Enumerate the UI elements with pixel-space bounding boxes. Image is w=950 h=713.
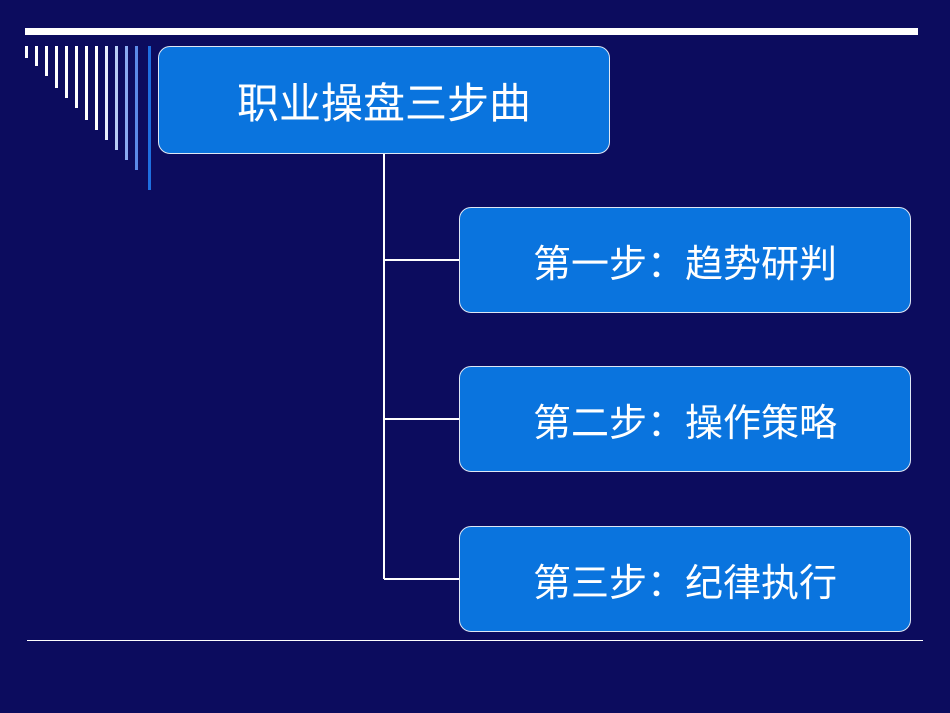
bottom-rule: [27, 640, 923, 641]
stripe: [45, 46, 48, 76]
step-node-2: 第二步：操作策略: [459, 366, 911, 472]
stripe: [65, 46, 68, 98]
decorative-stripes: [0, 0, 160, 200]
stripe: [148, 46, 151, 190]
step-node-label: 第二步：操作策略: [532, 400, 837, 445]
stripe: [125, 46, 128, 160]
stripe: [115, 46, 118, 150]
step-node-label: 第三步：纪律执行: [532, 560, 837, 605]
stripe: [35, 46, 38, 66]
root-node-label: 职业操盘三步曲: [236, 78, 531, 128]
stripe: [85, 46, 88, 120]
stripe: [75, 46, 78, 108]
stripe: [55, 46, 58, 88]
step-node-3: 第三步：纪律执行: [459, 526, 911, 632]
step-node-1: 第一步：趋势研判: [459, 207, 911, 313]
stripe: [25, 46, 28, 58]
root-node: 职业操盘三步曲: [158, 46, 610, 154]
step-node-label: 第一步：趋势研判: [532, 241, 837, 286]
stripe: [95, 46, 98, 130]
top-rule: [25, 28, 918, 35]
stripe: [105, 46, 108, 140]
stripe: [135, 46, 138, 170]
